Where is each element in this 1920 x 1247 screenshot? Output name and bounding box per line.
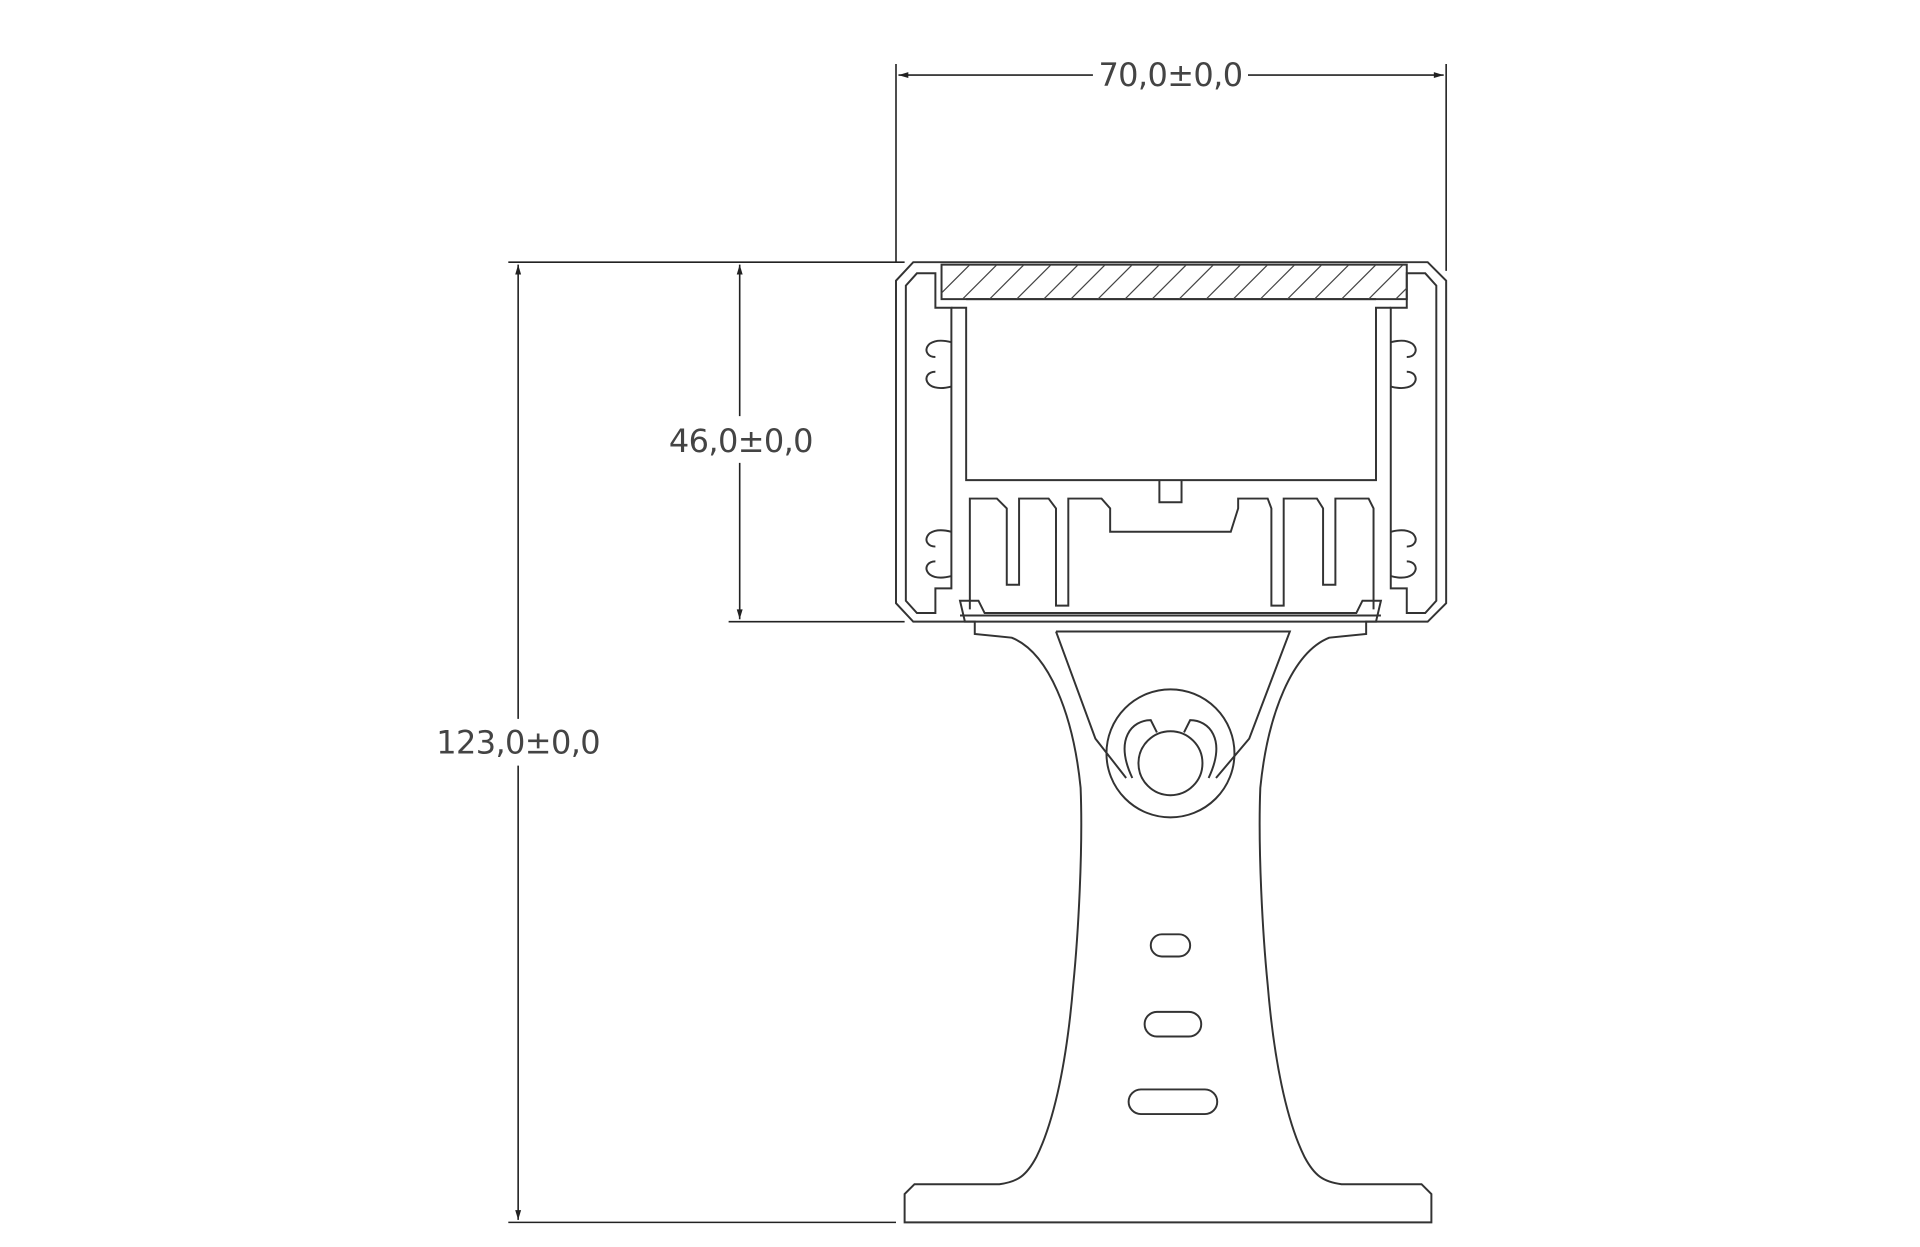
hatch-line: [941, 264, 971, 294]
hatch-line: [1286, 264, 1323, 300]
mounting-bracket: [903, 599, 1433, 1224]
width-dimension: 70,0±0,0: [895, 56, 1447, 271]
hatch-line: [1070, 264, 1106, 300]
hatch-line: [1423, 265, 1457, 299]
hatch-line: [1341, 264, 1377, 300]
hatch-line: [1097, 264, 1133, 300]
total-height-dimension: 123,0±0,0: [436, 264, 896, 1224]
hatch-line: [989, 264, 1025, 300]
hatch-line: [1395, 287, 1407, 300]
hatch-line: [1232, 264, 1269, 300]
mounting-slot: [1127, 1088, 1219, 1116]
hatch-line: [1205, 264, 1242, 300]
total-height-label: 123,0±0,0: [436, 723, 600, 761]
hatch-line: [1016, 264, 1052, 300]
hatch-line: [1314, 264, 1350, 300]
hatch-line: [1259, 264, 1296, 300]
pivot-boss: [1105, 688, 1236, 819]
diffuser-lens: [940, 263, 1484, 301]
width-dimension-label: 70,0±0,0: [1098, 56, 1242, 94]
profile-height-label: 46,0±0,0: [669, 422, 813, 460]
mounting-slot: [1149, 933, 1192, 958]
hatch-line: [1151, 264, 1187, 300]
pivot-pin: [1137, 730, 1204, 797]
hatch-line: [1124, 264, 1160, 300]
profile-height-dimension: 46,0±0,0: [508, 261, 905, 623]
hatch-line: [1368, 264, 1404, 300]
hatch-line: [1450, 265, 1484, 299]
hatch-line: [1178, 264, 1214, 300]
profile-housing: [895, 261, 1448, 623]
mounting-slot: [1143, 1010, 1203, 1038]
hatch-line: [962, 264, 998, 300]
hatch-line: [1043, 264, 1079, 300]
